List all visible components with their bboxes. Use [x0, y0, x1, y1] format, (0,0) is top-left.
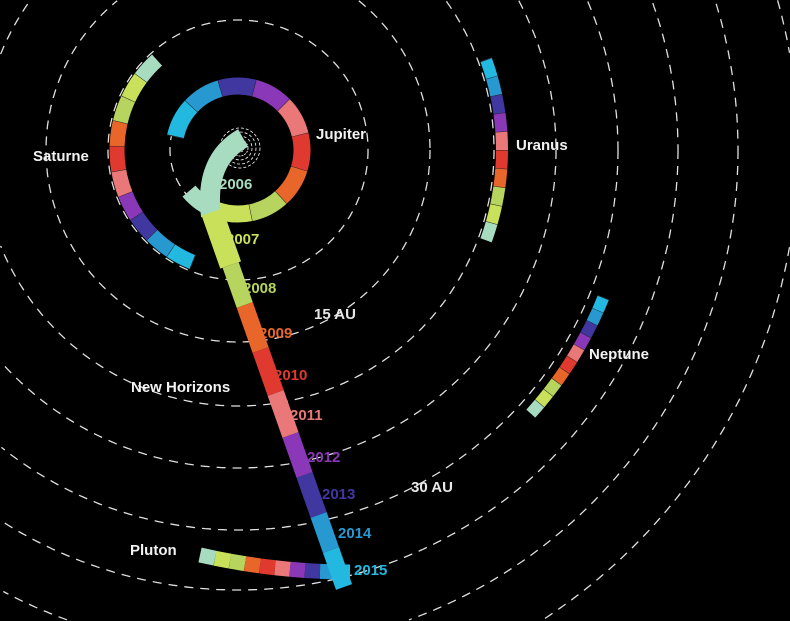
- trajectory-segment-2011: [267, 390, 299, 438]
- year-label-2015: 2015: [354, 562, 388, 579]
- year-label-2014: 2014: [338, 525, 372, 542]
- year-label-2010: 2010: [274, 367, 308, 384]
- pluto-orbit-segment-2009: [243, 556, 262, 574]
- saturn-orbit-segment-2015: [166, 244, 196, 270]
- saturn-orbit-segment-2011: [111, 169, 133, 198]
- year-label-2006: 2006: [219, 176, 253, 193]
- orbit-circle: [0, 0, 495, 407]
- neptune-orbit-segment-2011: [567, 343, 585, 362]
- neptune-orbit-segment-2012: [574, 332, 592, 350]
- saturn-orbit-segment-2008: [112, 96, 136, 125]
- orbit-circle: [542, 0, 790, 621]
- distance-30au-label: 30 AU: [411, 479, 453, 496]
- trajectory-segment-2007: [201, 208, 242, 269]
- saturn-orbit-segment-2007: [121, 73, 147, 103]
- saturn-orbit-segment-2014: [146, 229, 176, 258]
- pluto-orbit-segment-2008: [228, 553, 247, 572]
- saturn-orbit-segment-2013: [130, 212, 158, 241]
- neptune-orbit-segment-2009: [551, 366, 570, 386]
- saturn-orbit-segment-2009: [109, 120, 128, 147]
- jupiter-orbit-segment-2009: [275, 165, 308, 204]
- jupiter-orbit-segment-2015: [167, 100, 198, 139]
- neptune-orbit-segment-2006: [526, 399, 545, 418]
- orbit-circle: [1, 0, 557, 469]
- jupiter-orbit-segment-2011: [277, 98, 309, 137]
- jupiter-orbit-segment-2014: [184, 80, 223, 113]
- uranus-label: Uranus: [516, 137, 568, 154]
- jupiter-orbit-segment-2008: [248, 190, 287, 222]
- uranus-orbit-segment-2008: [490, 185, 506, 207]
- uranus-orbit-segment-2009: [493, 167, 508, 188]
- orbit-circle: [1, 1, 619, 531]
- orbit-circle: [1, 2, 679, 591]
- neptune-orbit-segment-2007: [535, 388, 554, 408]
- neptune-orbit-segment-2014: [586, 307, 604, 326]
- uranus-orbit-segment-2007: [485, 203, 503, 225]
- pluto-orbit-segment-2006: [198, 547, 217, 566]
- saturn-orbit-segment-2010: [109, 146, 127, 173]
- pluto-label: Pluton: [130, 542, 177, 559]
- pluto-orbit-segment-2010: [259, 558, 276, 576]
- neptune-orbit-segment-2008: [543, 378, 562, 397]
- neptune-label: Neptune: [589, 346, 649, 363]
- neptune-orbit-segment-2010: [559, 355, 578, 374]
- trajectory-segment-2012: [282, 432, 313, 478]
- trajectory-segment-2014: [310, 512, 339, 553]
- year-label-2007: 2007: [226, 231, 260, 248]
- year-label-2008: 2008: [243, 280, 277, 297]
- segment-divider: [485, 220, 498, 225]
- uranus-orbit-segment-2015: [480, 57, 498, 79]
- segment-divider: [166, 134, 184, 139]
- spacecraft-label: New Horizons: [131, 379, 231, 396]
- saturn-label: Saturne: [33, 148, 89, 165]
- orbit-circle: [107, 19, 369, 281]
- neptune-orbit-segment-2013: [580, 320, 598, 338]
- trajectory-segment-2010: [252, 347, 284, 396]
- trajectory-segment-2009: [236, 302, 269, 353]
- year-label-2011: 2011: [290, 407, 323, 424]
- distance-15au-label: 15 AU: [314, 306, 356, 323]
- trajectory-segment-2015: [322, 547, 353, 590]
- orbit-circle: [2, 3, 739, 621]
- uranus-orbit-segment-2012: [493, 112, 508, 133]
- saturn-orbit-segment-2006: [134, 54, 163, 83]
- jupiter-orbit-segment-2012: [251, 79, 290, 112]
- saturn-orbit-segment-2012: [118, 191, 144, 221]
- year-label-2012: 2012: [307, 449, 341, 466]
- segment-divider: [480, 57, 492, 63]
- trajectory-segment-2006: [200, 129, 249, 218]
- inner-orbit: [223, 131, 257, 165]
- segment-divider: [597, 294, 610, 301]
- pluto-orbit-segment-2007: [213, 550, 232, 569]
- uranus-orbit-segment-2014: [485, 75, 503, 97]
- trajectory-segment-2013: [296, 472, 327, 518]
- pluto-orbit-segment-2013: [304, 562, 321, 579]
- uranus-orbit-segment-2010: [495, 149, 508, 169]
- segment-divider: [189, 255, 196, 270]
- year-label-2009: 2009: [259, 325, 293, 342]
- pluto-orbit-segment-2011: [274, 560, 291, 577]
- uranus-orbit-segment-2011: [495, 131, 508, 151]
- jupiter-orbit-segment-2013: [217, 77, 257, 97]
- year-label-2013: 2013: [322, 486, 356, 503]
- orbit-circle: [45, 0, 431, 343]
- uranus-orbit-segment-2013: [490, 93, 506, 115]
- pluto-orbit-segment-2012: [289, 561, 306, 578]
- neptune-orbit-segment-2015: [592, 295, 609, 313]
- jupiter-orbit-segment-2010: [291, 132, 311, 171]
- trajectory-segment-2008: [222, 262, 253, 308]
- jupiter-label: Jupiter: [316, 126, 367, 143]
- uranus-orbit-segment-2006: [480, 221, 498, 243]
